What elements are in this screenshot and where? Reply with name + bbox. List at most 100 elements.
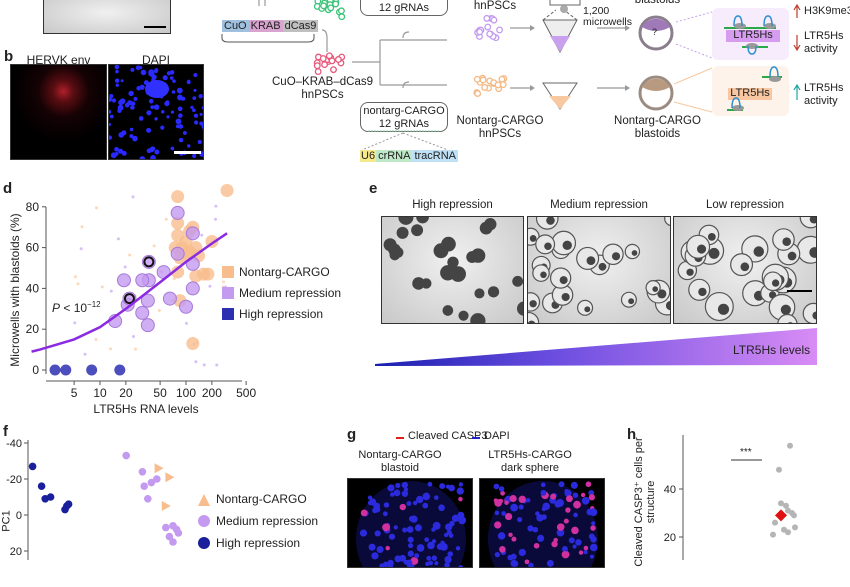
data-point <box>792 524 798 531</box>
faint-point <box>131 334 135 338</box>
cell <box>325 52 333 60</box>
cell <box>412 277 425 290</box>
fit-curve <box>31 232 228 353</box>
faint-point <box>116 237 120 241</box>
microwells-label: 1,200 microwells <box>583 5 633 28</box>
data-point <box>776 466 782 473</box>
data-point <box>169 538 177 546</box>
data-point <box>28 462 37 471</box>
legend-casp3-swatch <box>396 437 404 439</box>
nucleus <box>558 523 565 530</box>
cell <box>319 55 327 63</box>
data-point <box>140 482 148 491</box>
icm <box>665 300 670 311</box>
cell <box>332 0 340 8</box>
data-point <box>114 364 126 376</box>
y-tick-label: 0 <box>16 510 22 522</box>
nucleus <box>589 543 598 552</box>
faint-point <box>184 321 188 325</box>
nucleus <box>393 525 398 530</box>
nucleus <box>444 562 450 567</box>
nucleus <box>395 483 401 489</box>
data-point <box>162 523 170 532</box>
top-library-box: 12 gRNAs <box>360 0 448 16</box>
nucleus <box>590 536 597 543</box>
nucleus <box>573 500 581 509</box>
faint-point <box>73 275 77 279</box>
nucleus <box>500 490 505 496</box>
title-dapi: DAPI <box>141 53 170 67</box>
nucleus <box>588 494 596 501</box>
cell <box>490 16 498 24</box>
nucleus <box>432 521 441 530</box>
faint-point <box>222 280 226 284</box>
x-tick-label: 10 <box>93 386 107 400</box>
nucleus <box>387 484 395 492</box>
faint-point <box>214 204 218 208</box>
x-tick-label: 20 <box>119 386 133 400</box>
nucleus <box>541 514 547 520</box>
gradient-label: LTR5Hs levels <box>733 343 811 357</box>
panel-label-f: f <box>3 423 8 440</box>
nucleus <box>591 521 596 526</box>
nucleus <box>553 537 558 543</box>
faint-point <box>73 321 77 325</box>
nucleus <box>371 552 379 560</box>
icm <box>780 304 791 315</box>
x-axis-label-d: LTR5Hs RNA levels <box>93 402 199 416</box>
x-tick-label: 200 <box>202 386 222 400</box>
icm <box>628 298 635 305</box>
cell <box>327 4 335 12</box>
cell <box>484 218 497 231</box>
nucleus <box>524 559 530 565</box>
data-point <box>122 451 130 460</box>
icm <box>771 279 780 287</box>
faint-point <box>152 244 156 248</box>
icm <box>753 246 764 257</box>
icm <box>559 276 568 285</box>
nucleus <box>415 495 424 504</box>
icm <box>540 271 547 279</box>
legend-label: Medium repression <box>216 514 319 528</box>
cell <box>486 30 494 38</box>
faint-point <box>83 352 87 356</box>
nucleus <box>511 536 517 542</box>
nucleus <box>406 501 412 507</box>
faint-point <box>194 360 198 364</box>
title-low-repression: Low repression <box>706 199 784 211</box>
icm <box>528 320 536 323</box>
x-tick-label: 50 <box>153 386 167 400</box>
nucleus <box>444 533 449 538</box>
faint-point <box>202 363 206 367</box>
legend-label: Nontarg-CARGO <box>239 265 330 279</box>
nucleus <box>438 504 445 512</box>
ctrl-blastoids-label: Nontarg-CARGO blastoids <box>614 115 701 140</box>
nucleus <box>540 489 547 496</box>
nucleus <box>412 500 418 506</box>
p-value-annotation: P < 10−12 <box>52 300 101 315</box>
blastoid <box>777 313 798 323</box>
data-point <box>154 463 164 474</box>
ltr5hs-gradient <box>375 328 817 366</box>
cell <box>396 226 409 239</box>
data-point <box>783 502 789 509</box>
cell <box>321 61 329 69</box>
nucleus <box>568 537 575 544</box>
legend-dapi-swatch <box>472 437 480 439</box>
nucleus <box>494 510 500 516</box>
faint-point <box>76 282 80 286</box>
nucleus <box>427 541 435 550</box>
panel-label-b: b <box>4 48 14 65</box>
legend-swatch <box>198 494 210 506</box>
data-point <box>64 500 73 509</box>
data-point <box>49 364 61 376</box>
nucleus <box>583 545 589 551</box>
question-mark: ? <box>652 27 658 37</box>
nucleus <box>499 546 506 553</box>
cell <box>441 236 456 252</box>
image-low-repression <box>673 216 817 324</box>
data-point <box>86 364 98 376</box>
faint-point <box>208 284 212 288</box>
